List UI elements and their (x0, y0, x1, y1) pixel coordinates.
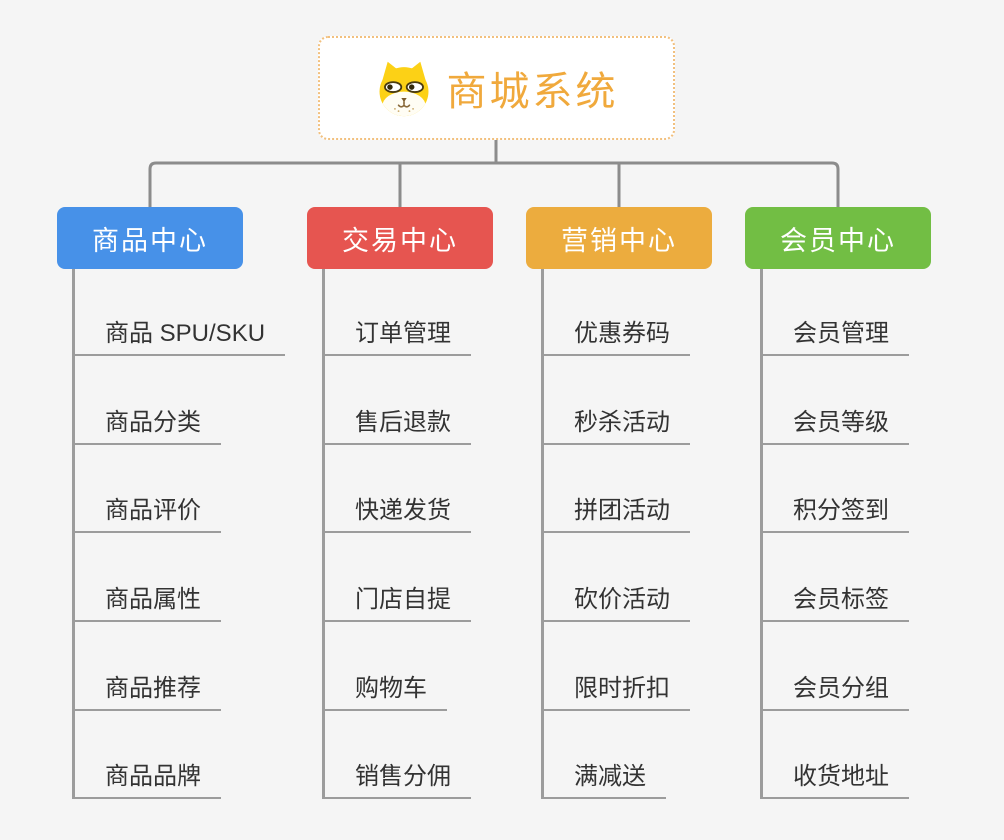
branch-topic-label: 商品中心 (92, 225, 208, 256)
leaf-topic[interactable]: 秒杀活动 (541, 399, 690, 445)
leaf-topic-label: 商品属性 (105, 586, 201, 613)
leaf-topic-label: 会员分组 (793, 675, 889, 702)
leaf-topic-label: 销售分佣 (355, 763, 451, 790)
leaf-topic[interactable]: 拼团活动 (541, 487, 690, 533)
leaf-topic-label: 会员等级 (793, 409, 889, 436)
leaf-topic-label: 商品分类 (105, 409, 201, 436)
branch-topic-3[interactable]: 营销中心 (526, 207, 712, 269)
leaf-topic[interactable]: 快递发货 (322, 487, 471, 533)
leaf-topic-label: 商品 SPU/SKU (105, 320, 266, 347)
leaf-topic-label: 商品品牌 (105, 763, 201, 790)
leaf-topic[interactable]: 满减送 (541, 753, 666, 799)
root-topic-title: 商城系统 (446, 70, 619, 114)
leaf-topic[interactable]: 商品品牌 (72, 753, 221, 799)
leaf-topic[interactable]: 商品属性 (72, 576, 221, 622)
leaf-topic[interactable]: 门店自提 (322, 576, 471, 622)
branch-topic-4[interactable]: 会员中心 (745, 207, 931, 269)
branch-spine-line (541, 269, 544, 799)
leaf-topic[interactable]: 商品 SPU/SKU (72, 310, 286, 356)
leaf-topic[interactable]: 优惠券码 (541, 310, 690, 356)
leaf-topic[interactable]: 商品推荐 (72, 665, 221, 711)
leaf-topic[interactable]: 订单管理 (322, 310, 471, 356)
leaf-topic-label: 门店自提 (355, 586, 451, 613)
leaf-topic[interactable]: 限时折扣 (541, 665, 690, 711)
leaf-topic[interactable]: 售后退款 (322, 399, 471, 445)
branch-topic-label: 营销中心 (561, 225, 677, 256)
leaf-topic[interactable]: 积分签到 (760, 487, 909, 533)
branch-topic-2[interactable]: 交易中心 (307, 207, 493, 269)
branch-spine-line (760, 269, 763, 799)
leaf-topic[interactable]: 商品分类 (72, 399, 221, 445)
leaf-topic-label: 优惠券码 (574, 320, 670, 347)
branch-spine-line (322, 269, 325, 799)
leaf-topic[interactable]: 商品评价 (72, 487, 221, 533)
leaf-topic[interactable]: 会员管理 (760, 310, 909, 356)
leaf-topic-label: 会员标签 (793, 586, 889, 613)
leaf-topic-label: 收货地址 (793, 763, 889, 790)
leaf-topic-label: 砍价活动 (574, 586, 670, 613)
leaf-topic-label: 拼团活动 (574, 497, 670, 524)
branch-topic-label: 会员中心 (780, 225, 896, 256)
dog-face-icon (375, 59, 433, 117)
branch-topic-1[interactable]: 商品中心 (57, 207, 243, 269)
leaf-topic-label: 会员管理 (793, 320, 889, 347)
leaf-topic[interactable]: 会员分组 (760, 665, 909, 711)
leaf-topic[interactable]: 会员标签 (760, 576, 909, 622)
leaf-topic-label: 商品推荐 (105, 675, 201, 702)
leaf-topic-label: 积分签到 (793, 497, 889, 524)
leaf-topic-label: 秒杀活动 (574, 409, 670, 436)
leaf-topic-label: 限时折扣 (574, 675, 670, 702)
leaf-topic-label: 购物车 (355, 675, 427, 702)
leaf-topic[interactable]: 砍价活动 (541, 576, 690, 622)
root-topic[interactable]: 商城系统 (318, 36, 675, 140)
leaf-topic[interactable]: 会员等级 (760, 399, 909, 445)
leaf-topic[interactable]: 收货地址 (760, 753, 909, 799)
branch-spine-line (72, 269, 75, 799)
branch-topic-label: 交易中心 (342, 225, 458, 256)
leaf-topic-label: 商品评价 (105, 497, 201, 524)
leaf-topic-label: 售后退款 (355, 409, 451, 436)
leaf-topic-label: 满减送 (574, 763, 646, 790)
leaf-topic-label: 快递发货 (355, 497, 451, 524)
leaf-topic[interactable]: 购物车 (322, 665, 447, 711)
leaf-topic[interactable]: 销售分佣 (322, 753, 471, 799)
leaf-topic-label: 订单管理 (355, 320, 451, 347)
